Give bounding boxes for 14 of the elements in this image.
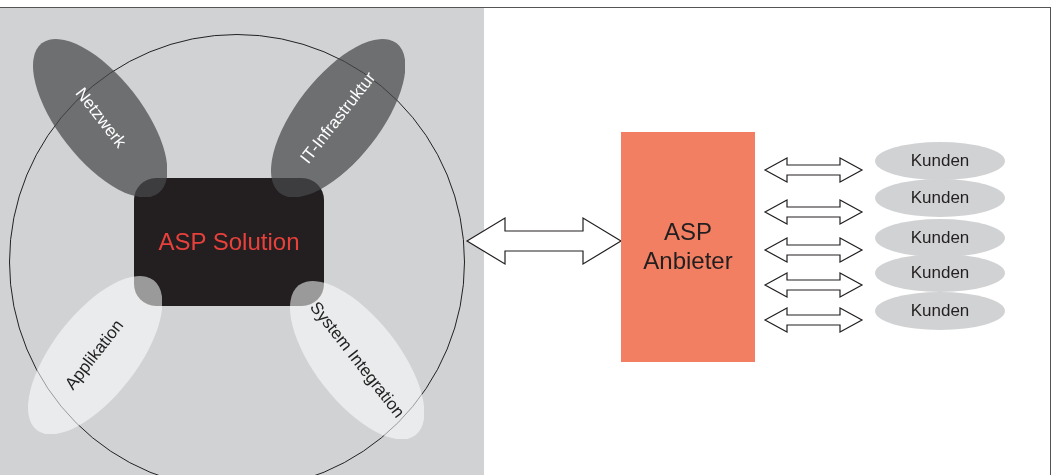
node-label: Kunden [910, 228, 970, 248]
double-arrow [763, 237, 864, 263]
double-arrow [763, 272, 864, 298]
node-label: ASP Solution [158, 228, 300, 256]
provider-box [621, 132, 755, 362]
node-label: Kunden [910, 151, 970, 171]
double-arrow [763, 199, 864, 225]
node-label: Kunden [910, 188, 970, 208]
double-arrow [763, 307, 864, 333]
node-label: Kunden [910, 301, 970, 321]
double-arrow [465, 216, 623, 266]
double-arrow [763, 157, 864, 183]
node-label: ASP Anbieter [642, 218, 734, 276]
node-label: Kunden [910, 263, 970, 283]
